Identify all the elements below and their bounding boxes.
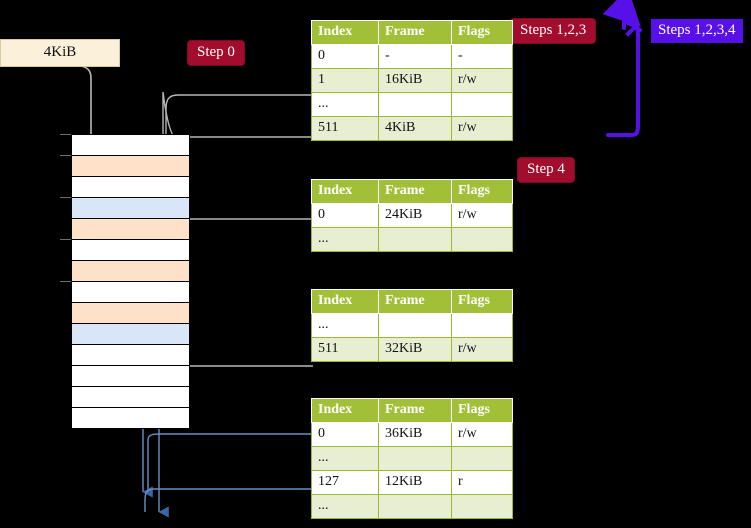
table-cell-flags: [451, 446, 513, 471]
table-header-frame: Frame: [378, 179, 452, 204]
table-header-index: Index: [311, 179, 379, 204]
step-label-step4: Step 4: [518, 158, 574, 182]
table-cell-flags: [451, 92, 513, 117]
table-header-flags: Flags: [451, 289, 513, 314]
table-cell-index: 511: [311, 116, 379, 141]
table-header-index: Index: [311, 20, 379, 45]
table-cell-frame: 24KiB: [378, 203, 452, 228]
table-cell-flags: r/w: [451, 203, 513, 228]
memory-block: [72, 408, 189, 429]
table-cell-flags: r: [451, 470, 513, 495]
memory-block: [72, 345, 189, 366]
memory-block: [72, 324, 189, 345]
table-cell-index: 0: [311, 422, 379, 447]
table-cell-index: ...: [311, 313, 379, 338]
size-label-4kib: 4KiB: [0, 39, 120, 67]
table-cell-index: 511: [311, 337, 379, 362]
table-cell-frame: [378, 313, 452, 338]
table-header-index: Index: [311, 398, 379, 423]
table-cell-frame: -: [378, 44, 452, 69]
step-label-step0: Step 0: [188, 41, 244, 65]
table-cell-flags: r/w: [451, 68, 513, 93]
table-cell-frame: 36KiB: [378, 422, 452, 447]
table-header-flags: Flags: [451, 20, 513, 45]
step-label-steps123: Steps 1,2,3: [511, 19, 596, 43]
memory-block: [72, 198, 189, 219]
table-cell-flags: r/w: [451, 337, 513, 362]
table-cell-frame: 32KiB: [378, 337, 452, 362]
table-cell-flags: r/w: [451, 116, 513, 141]
table-header-flags: Flags: [451, 398, 513, 423]
memory-block: [72, 135, 189, 156]
table-row: ...: [311, 227, 513, 252]
memory-block: [72, 387, 189, 408]
memory-block: [72, 303, 189, 324]
table-cell-index: ...: [311, 446, 379, 471]
purple-bracket-arrow: [602, 0, 642, 137]
table-cell-index: ...: [311, 227, 379, 252]
table-cell-flags: [451, 227, 513, 252]
table-cell-flags: r/w: [451, 422, 513, 447]
table-cell-index: 0: [311, 44, 379, 69]
memory-block-column: [71, 134, 190, 429]
memory-block: [72, 366, 189, 387]
memory-tick-mark: [60, 239, 71, 240]
memory-tick-mark: [60, 155, 71, 156]
table-header-flags: Flags: [451, 179, 513, 204]
table-header-frame: Frame: [378, 20, 452, 45]
table-cell-flags: [451, 494, 513, 519]
table-cell-index: ...: [311, 494, 379, 519]
step-label-steps1234: Steps 1,2,3,4: [651, 19, 743, 43]
table-row: ...: [311, 313, 513, 338]
table-row: ...: [311, 446, 513, 471]
table-cell-frame: [378, 446, 452, 471]
table-cell-index: ...: [311, 92, 379, 117]
memory-tick-mark: [60, 197, 71, 198]
table-cell-frame: [378, 494, 452, 519]
table-row: ...: [311, 494, 513, 519]
memory-tick-mark: [60, 281, 71, 282]
table-header-index: Index: [311, 289, 379, 314]
memory-block: [72, 219, 189, 240]
table-row: ...: [311, 92, 513, 117]
table-cell-frame: 16KiB: [378, 68, 452, 93]
memory-block: [72, 261, 189, 282]
table-cell-flags: [451, 313, 513, 338]
table-cell-index: 0: [311, 203, 379, 228]
table-cell-index: 1: [311, 68, 379, 93]
table-cell-flags: -: [451, 44, 513, 69]
wire-block-to-pdp: [175, 218, 313, 264]
table-header-frame: Frame: [378, 289, 452, 314]
memory-block: [72, 177, 189, 198]
memory-tick-mark: [60, 134, 71, 135]
table-cell-frame: 12KiB: [378, 470, 452, 495]
table-header-frame: Frame: [378, 398, 452, 423]
memory-block: [72, 240, 189, 261]
table-cell-frame: [378, 227, 452, 252]
memory-block: [72, 156, 189, 177]
memory-block: [72, 282, 189, 303]
table-cell-index: 127: [311, 470, 379, 495]
table-row: 0--: [311, 44, 513, 69]
table-cell-frame: 4KiB: [378, 116, 452, 141]
table-cell-frame: [378, 92, 452, 117]
